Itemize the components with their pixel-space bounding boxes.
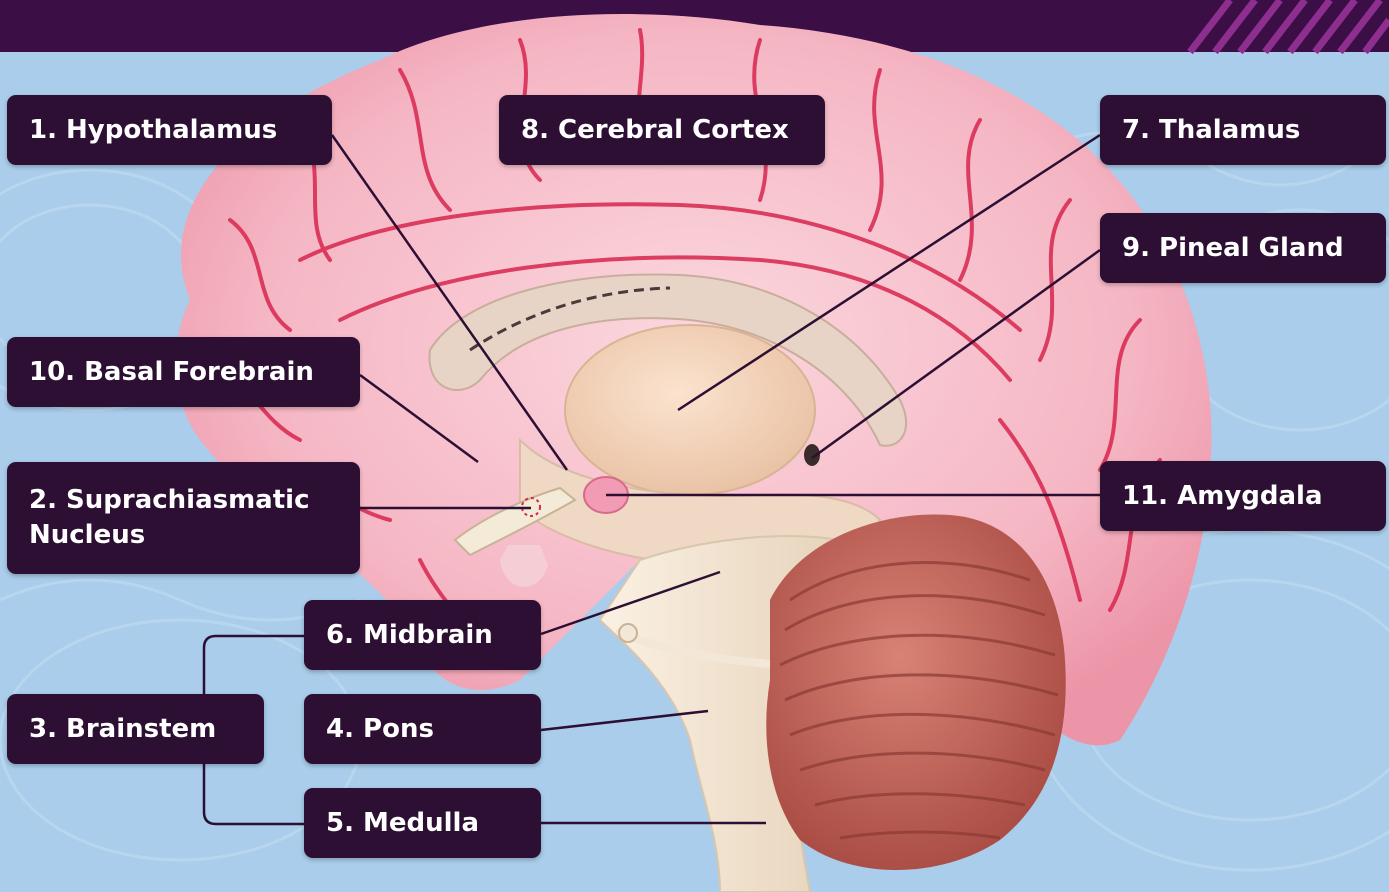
label-hypothalamus-text: 1. Hypothalamus bbox=[29, 113, 277, 147]
label-medulla-text: 5. Medulla bbox=[326, 806, 479, 840]
label-amygdala-text: 11. Amygdala bbox=[1122, 479, 1323, 513]
label-pineal-gland[interactable]: 9. Pineal Gland bbox=[1100, 213, 1386, 283]
label-cerebral-cortex-text: 8. Cerebral Cortex bbox=[521, 113, 789, 147]
label-pineal-gland-text: 9. Pineal Gland bbox=[1122, 231, 1344, 265]
label-brainstem[interactable]: 3. Brainstem bbox=[7, 694, 264, 764]
label-pons-text: 4. Pons bbox=[326, 712, 434, 746]
label-thalamus[interactable]: 7. Thalamus bbox=[1100, 95, 1386, 165]
label-midbrain-text: 6. Midbrain bbox=[326, 618, 493, 652]
label-hypothalamus[interactable]: 1. Hypothalamus bbox=[7, 95, 332, 165]
label-brainstem-text: 3. Brainstem bbox=[29, 712, 216, 746]
label-medulla[interactable]: 5. Medulla bbox=[304, 788, 541, 858]
label-basal-forebrain[interactable]: 10. Basal Forebrain bbox=[7, 337, 360, 407]
label-midbrain[interactable]: 6. Midbrain bbox=[304, 600, 541, 670]
label-suprachiasmatic-nucleus[interactable]: 2. Suprachiasmatic Nucleus bbox=[7, 462, 360, 574]
cerebellum-shape bbox=[766, 514, 1065, 870]
label-basal-forebrain-text: 10. Basal Forebrain bbox=[29, 355, 314, 389]
label-amygdala[interactable]: 11. Amygdala bbox=[1100, 461, 1386, 531]
label-cerebral-cortex[interactable]: 8. Cerebral Cortex bbox=[499, 95, 825, 165]
label-thalamus-text: 7. Thalamus bbox=[1122, 113, 1300, 147]
label-suprachiasmatic-line2: Nucleus bbox=[29, 518, 309, 553]
thalamus-shape bbox=[565, 325, 815, 495]
label-suprachiasmatic-line1: 2. Suprachiasmatic bbox=[29, 483, 309, 518]
nerve-end bbox=[619, 624, 637, 642]
label-pons[interactable]: 4. Pons bbox=[304, 694, 541, 764]
